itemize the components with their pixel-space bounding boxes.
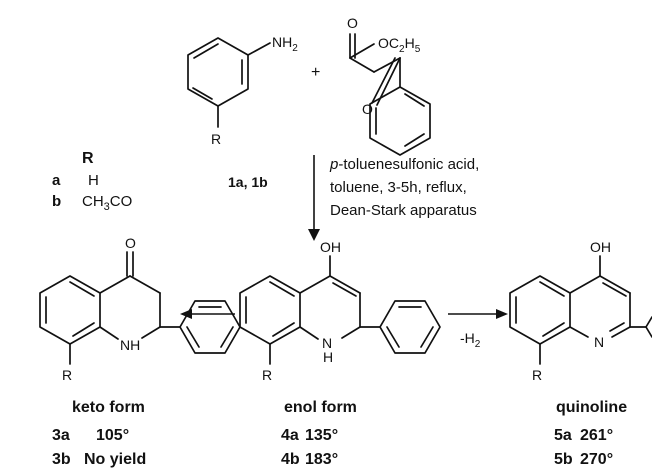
quinoline-oh-label: OH (590, 239, 611, 255)
quinoline-n-label: N (594, 334, 604, 350)
enol-benzo-ring (239, 275, 301, 345)
keto-code-3a: 3a (52, 427, 70, 444)
quinoline-structure (509, 255, 652, 365)
conditions-line-1: p-toluenesulfonic acid, (329, 156, 479, 173)
benzoyl-ring (369, 86, 431, 156)
r-table-value-b: CH3CO (82, 193, 132, 213)
keto-code-3b: 3b (52, 451, 71, 468)
enol-r-label: R (262, 367, 272, 383)
conditions-line-2: toluene, 3-5h, reflux, (330, 179, 467, 196)
enol-form-label: enol form (284, 399, 357, 416)
ketoester-top-o: O (347, 15, 358, 31)
r-table-header: R (82, 150, 94, 167)
enol-value-4a: 135° (305, 427, 338, 444)
enol-phenyl-ring (379, 300, 441, 354)
quinoline-code-5a: 5a (554, 427, 572, 444)
keto-form-structure (39, 251, 241, 365)
aniline-structure (187, 37, 271, 128)
aniline-nh2-label: NH2 (272, 34, 298, 54)
quinoline-r-label: R (532, 367, 542, 383)
quinoline-value-5a: 261° (580, 427, 613, 444)
reactant-label: 1a, 1b (228, 174, 268, 190)
r-table-key-b: b (52, 193, 61, 210)
keto-value-3b: No yield (84, 451, 146, 468)
r-table-value-a: H (88, 172, 99, 189)
keto-o-label: O (125, 235, 136, 251)
quinoline-benzo-ring (509, 275, 571, 345)
enol-nh-label: N (322, 335, 332, 351)
keto-benzo-ring (39, 275, 101, 345)
aniline-ring (187, 37, 249, 107)
quinoline-value-5b: 270° (580, 451, 613, 468)
keto-nh-label: NH (120, 337, 140, 353)
keto-value-3a: 105° (96, 427, 129, 444)
enol-value-4b: 183° (305, 451, 338, 468)
r-table-key-a: a (52, 172, 61, 189)
conditions-line-3: Dean-Stark apparatus (330, 202, 477, 219)
plus-sign: + (311, 64, 320, 81)
ketoester-oet-label: OC2H5 (378, 35, 421, 55)
quinoline-code-5b: 5b (554, 451, 573, 468)
dehydrogenation-label: -H2 (460, 330, 481, 350)
ketoester-left-o: O (362, 101, 373, 117)
ethyl-benzoylacetate-structure (349, 33, 431, 156)
enol-code-4b: 4b (281, 451, 300, 468)
keto-phenyl-ring (179, 300, 241, 354)
enol-code-4a: 4a (281, 427, 299, 444)
enol-oh-label: OH (320, 239, 341, 255)
aniline-r-label: R (211, 131, 221, 147)
enol-form-structure (239, 255, 441, 365)
enol-h-label: H (323, 349, 333, 365)
keto-form-label: keto form (72, 399, 145, 416)
quinoline-phenyl-ring-partial (645, 316, 652, 338)
quinoline-form-label: quinoline (556, 399, 627, 416)
keto-r-label: R (62, 367, 72, 383)
